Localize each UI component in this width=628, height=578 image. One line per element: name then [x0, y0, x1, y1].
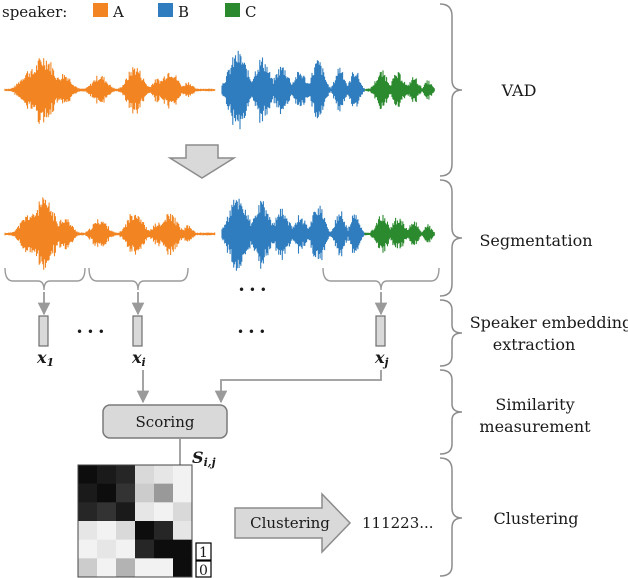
stage-label-similarity-2: measurement [479, 417, 591, 436]
vad-wave-speaker-c [364, 70, 435, 109]
stage-label-segmentation: Segmentation [479, 231, 592, 250]
brace-embedding [439, 299, 463, 367]
similarity-symbol: Si,j [192, 448, 216, 469]
matrix-cell [173, 483, 193, 503]
matrix-cell [97, 521, 117, 540]
matrix-cell [135, 483, 155, 503]
scale-min-label: 0 [199, 563, 208, 578]
embedding-bar-x1 [38, 315, 49, 347]
matrix-cell [78, 483, 98, 503]
segment-wave-speaker-b [221, 198, 365, 271]
matrix-cell [173, 539, 193, 559]
matrix-cell [116, 558, 136, 578]
matrix-cell [116, 502, 136, 522]
vad-waveform [4, 50, 435, 130]
embedding-bar-xj [375, 315, 386, 347]
matrix-cell [116, 521, 136, 540]
scale-max-label: 1 [199, 545, 208, 561]
stage-braces [439, 3, 463, 577]
scoring-label: Scoring [136, 413, 195, 431]
arrow-xj-to-scoring [214, 370, 382, 404]
legend-swatch-a [93, 3, 108, 17]
matrix-cell [97, 465, 117, 484]
down-arrow [167, 144, 237, 179]
stage-label-clustering: Clustering [493, 509, 578, 528]
legend-swatch-b [158, 3, 173, 17]
matrix-cell [116, 483, 136, 503]
matrix-cell [78, 539, 98, 559]
vad-wave-speaker-b [221, 50, 365, 130]
matrix-cell [135, 502, 155, 522]
matrix-cell [154, 539, 174, 559]
segment-bracket-3 [322, 267, 440, 291]
matrix-cell [78, 465, 98, 484]
matrix-cell [154, 502, 174, 522]
matrix-cell [173, 521, 193, 540]
stage-label-embedding-1: Speaker embedding [470, 313, 628, 332]
segment-ellipsis: • • • [238, 283, 267, 297]
segment-wave-speaker-a [4, 197, 216, 270]
matrix-cell [97, 539, 117, 559]
matrix-cell [173, 502, 193, 522]
similarity-matrix-frame [77, 464, 193, 578]
matrix-cell [173, 465, 193, 484]
stage-label-embedding-2: extraction [493, 335, 576, 354]
legend-name-c: C [245, 3, 256, 21]
clustering-arrow-label: Clustering [250, 514, 330, 532]
matrix-cell [78, 521, 98, 540]
clustering-arrow [234, 492, 352, 554]
segment-bracket-1 [4, 267, 86, 291]
matrix-cell [173, 558, 193, 578]
segmented-waveform [4, 197, 435, 271]
embedding-label-xj: xj [374, 348, 389, 369]
matrix-cell [154, 465, 174, 484]
matrix-cell [97, 502, 117, 522]
scoring-box [102, 404, 228, 439]
matrix-cell [116, 539, 136, 559]
matrix-cell [135, 558, 155, 578]
scale-min-box [195, 560, 212, 578]
stage-label-vad: VAD [501, 81, 537, 100]
embedding-ellipsis-mid: • • • [237, 325, 266, 339]
speaker-legend: speaker: A B C [2, 3, 256, 21]
legend-name-a: A [112, 3, 124, 21]
matrix-cell [154, 558, 174, 578]
clustering-output: 111223... [362, 514, 434, 532]
matrix-cell [154, 521, 174, 540]
brace-clustering [439, 457, 463, 577]
vad-wave-speaker-a [4, 58, 216, 124]
matrix-cell [135, 539, 155, 559]
similarity-matrix [78, 465, 193, 578]
matrix-cell [97, 558, 117, 578]
matrix-cell [154, 483, 174, 503]
legend-swatch-c [225, 3, 240, 17]
matrix-cell [116, 465, 136, 484]
scale-max-box [195, 542, 212, 561]
brace-vad [439, 3, 463, 177]
legend-label: speaker: [2, 3, 67, 21]
embedding-label-x1: x1 [36, 348, 54, 369]
legend-name-b: B [178, 3, 189, 21]
embedding-ellipsis-left: • • • [76, 325, 105, 339]
segment-brackets [4, 267, 440, 291]
matrix-cell [135, 521, 155, 540]
brace-similarity [439, 369, 463, 455]
matrix-cell [135, 465, 155, 484]
matrix-cell [97, 483, 117, 503]
segment-bracket-2 [88, 267, 189, 291]
matrix-cell [78, 502, 98, 522]
embedding-bar-xi [132, 315, 143, 347]
matrix-cell [78, 558, 98, 578]
embedding-label-xi: xi [131, 348, 146, 369]
stage-label-similarity-1: Similarity [495, 395, 574, 414]
segment-wave-speaker-c [364, 215, 435, 253]
brace-segmentation [439, 179, 463, 297]
